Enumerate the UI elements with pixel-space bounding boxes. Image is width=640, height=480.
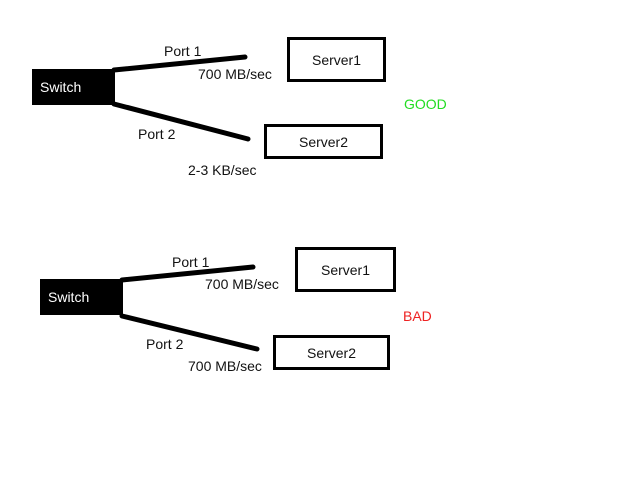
- port1-link: [119, 264, 256, 283]
- server2-label: Server2: [298, 133, 349, 150]
- switch-label: Switch: [40, 79, 82, 95]
- switch-label: Switch: [48, 289, 90, 305]
- port1-speed: 700 MB/sec: [198, 66, 272, 82]
- status-label-bad: BAD: [403, 308, 432, 324]
- port2-link: [111, 101, 251, 142]
- server1-label: Server1: [320, 261, 371, 278]
- port1-speed: 700 MB/sec: [205, 276, 279, 292]
- port1-label: Port 1: [164, 43, 202, 59]
- port2-speed: 2-3 KB/sec: [188, 162, 257, 178]
- switch-node: Switch: [40, 279, 123, 315]
- server2-node: Server2: [264, 124, 383, 159]
- switch-node: Switch: [32, 69, 115, 105]
- port2-link: [119, 313, 260, 352]
- server2-label: Server2: [306, 344, 357, 361]
- port2-speed: 700 MB/sec: [188, 358, 262, 374]
- port2-label: Port 2: [146, 336, 184, 352]
- server1-node: Server1: [287, 37, 386, 82]
- port1-link: [111, 54, 248, 73]
- server1-node: Server1: [295, 247, 396, 292]
- port1-label: Port 1: [172, 254, 210, 270]
- port2-label: Port 2: [138, 126, 176, 142]
- server2-node: Server2: [273, 335, 390, 370]
- server1-label: Server1: [311, 51, 362, 68]
- status-label-good: GOOD: [404, 96, 447, 112]
